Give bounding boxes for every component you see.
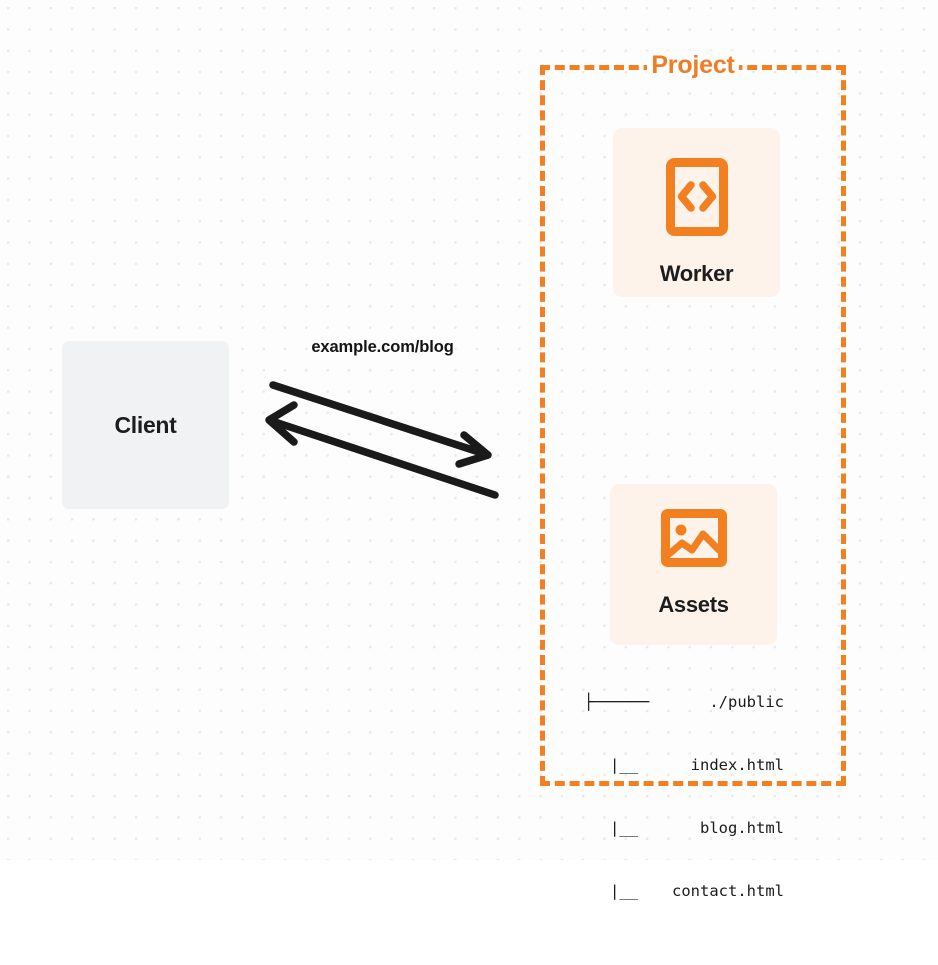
- tree-branch-glyph: |__: [610, 882, 638, 900]
- tree-item-name: blog.html: [700, 819, 784, 837]
- assets-file-tree: ├────── ./public |__ index.html |__ blog…: [584, 650, 784, 923]
- arrow-to-client: [265, 401, 499, 499]
- arrow-to-worker: [269, 381, 492, 468]
- edge-label-text: example.com/blog: [311, 338, 454, 356]
- tree-item-name: ./public: [709, 693, 784, 711]
- node-client-label: Client: [114, 411, 177, 438]
- code-icon: [665, 158, 728, 241]
- tree-item-name: contact.html: [672, 882, 784, 900]
- file-tree-row: ├────── ./public: [584, 692, 784, 713]
- edge-client-worker-arrows: [265, 381, 499, 499]
- node-worker-label: Worker: [659, 261, 734, 286]
- file-tree-row: |__ blog.html: [584, 818, 784, 839]
- diagram-canvas: [0, 0, 938, 860]
- file-tree-row: |__ contact.html: [584, 881, 784, 902]
- tree-branch-glyph: |__: [610, 756, 638, 774]
- file-tree-row: |__ index.html: [584, 755, 784, 776]
- node-assets[interactable]: Assets: [610, 484, 777, 645]
- tree-item-name: index.html: [690, 756, 784, 774]
- node-client[interactable]: Client: [62, 341, 229, 509]
- image-icon: [660, 509, 727, 572]
- tree-branch-glyph: |__: [610, 819, 638, 837]
- edge-label-request-url: example.com/blog: [250, 338, 515, 357]
- node-assets-label: Assets: [658, 592, 729, 617]
- node-worker[interactable]: Worker: [613, 128, 780, 297]
- tree-branch-glyph: ├──────: [584, 693, 650, 711]
